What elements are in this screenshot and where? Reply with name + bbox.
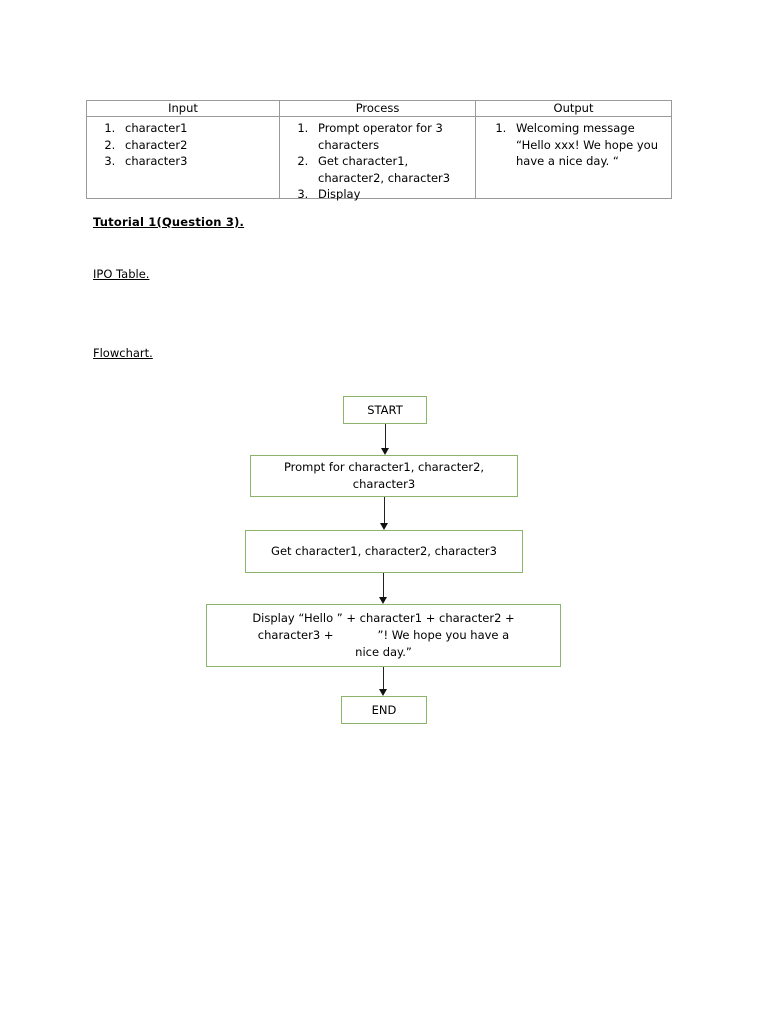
list-item: Prompt operator for 3 characters [312,120,469,153]
table-header-row: Input Process Output [86,100,672,117]
cell-process: Prompt operator for 3 characters Get cha… [279,116,476,201]
connector-prompt-to-get [379,497,390,530]
connector-line [384,497,385,523]
cell-output: Welcoming message “Hello xxx! We hope yo… [475,116,672,199]
list-item: Display [312,186,469,203]
flow-node-display: Display “Hello ” + character1 + characte… [206,604,561,667]
display-line-2a: character3 + [257,628,334,642]
column-header-input: Input [86,100,280,117]
flow-node-end: END [341,696,427,724]
heading-flowchart: Flowchart. [93,346,153,360]
connector-line [385,424,386,448]
list-item: character3 [119,153,273,170]
flow-node-get: Get character1, character2, character3 [245,530,523,573]
display-line-1: Display “Hello ” + character1 + characte… [252,611,515,625]
display-line-2b: ”! We hope you have a [377,628,510,642]
column-header-output: Output [475,100,672,117]
heading-ipo-table: IPO Table. [93,267,150,281]
ipo-table-header: Input Process Output [86,100,672,117]
ipo-table: Input Process Output character1 characte… [86,100,672,201]
cell-output-body: Welcoming message “Hello xxx! We hope yo… [476,117,671,198]
flow-node-get-label: Get character1, character2, character3 [271,544,497,558]
output-list: Welcoming message “Hello xxx! We hope yo… [476,120,669,170]
cell-input: character1 character2 character3 [86,116,280,199]
flow-node-end-label: END [371,702,397,717]
table-row: character1 character2 character3 Prompt … [86,116,672,201]
arrowhead-icon [380,523,388,530]
list-item: character1 [119,120,273,137]
flow-node-prompt: Prompt for character1, character2, chara… [250,455,518,497]
connector-line [383,573,384,597]
flow-node-prompt-label: Prompt for character1, character2, chara… [283,460,485,491]
heading-tutorial: Tutorial 1(Question 3). [93,215,245,229]
connector-get-to-display [378,573,389,604]
flow-node-start: START [343,396,427,424]
cell-process-body: Prompt operator for 3 characters Get cha… [280,117,475,201]
cell-input-body: character1 character2 character3 [87,117,279,198]
list-item: Get character1, character2, character3 [312,153,469,186]
arrowhead-icon [379,689,387,696]
arrowhead-icon [381,448,389,455]
connector-line [383,667,384,689]
flow-node-display-label: Display “Hello ” + character1 + characte… [211,610,556,661]
list-item: character2 [119,137,273,154]
display-line-3: nice day.” [355,645,412,659]
connector-display-to-end [378,667,389,696]
column-header-process: Process [279,100,476,117]
list-item: Welcoming message “Hello xxx! We hope yo… [510,120,665,170]
arrowhead-icon [379,597,387,604]
flow-node-start-label: START [367,402,403,417]
process-list: Prompt operator for 3 characters Get cha… [280,120,473,203]
connector-start-to-prompt [380,424,391,455]
ipo-table-body: character1 character2 character3 Prompt … [86,116,672,201]
input-list: character1 character2 character3 [87,120,277,170]
